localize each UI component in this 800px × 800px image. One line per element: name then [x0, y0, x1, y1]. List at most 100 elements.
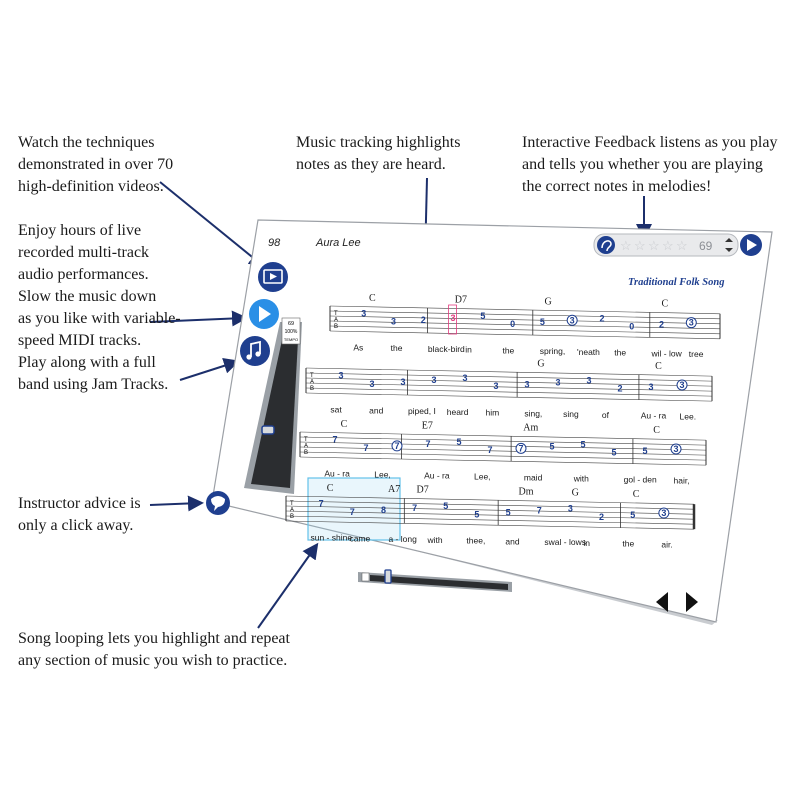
tab-note[interactable]: 5: [474, 509, 479, 519]
tab-note[interactable]: 3: [369, 379, 374, 389]
staff-line: [329, 330, 721, 340]
chord-label: C: [662, 299, 669, 310]
tab-note[interactable]: 3: [570, 315, 575, 325]
tab-note[interactable]: 7: [394, 441, 399, 451]
ear-icon[interactable]: [597, 236, 615, 254]
tab-note[interactable]: 5: [480, 311, 485, 321]
callout-audio: Enjoy hours of live recorded multi-track…: [18, 222, 181, 349]
staff-line: [285, 510, 695, 520]
chevron-up-icon[interactable]: [725, 238, 733, 242]
circled-note: [670, 443, 682, 455]
tempo-slider-thumb[interactable]: [261, 425, 275, 435]
tab-note[interactable]: 3: [680, 380, 685, 390]
lyric-syllable: wil - low: [651, 348, 683, 358]
instructor-chat-button[interactable]: [206, 491, 230, 515]
lyric-syllable: As: [353, 342, 363, 352]
tab-note[interactable]: 5: [581, 440, 586, 450]
lyric-syllable: sat: [330, 404, 342, 414]
tab-note[interactable]: 3: [338, 371, 343, 381]
tab-note[interactable]: 7: [519, 443, 524, 453]
chord-label: D7: [417, 485, 429, 496]
chord-label: Dm: [519, 487, 534, 498]
tab-note[interactable]: 7: [425, 439, 430, 449]
circled-note: [566, 314, 578, 326]
tab-note[interactable]: 7: [363, 443, 368, 453]
staff-line: [285, 520, 695, 530]
tab-note[interactable]: 7: [332, 435, 337, 445]
lyric-syllable: the: [622, 539, 634, 549]
staff-line: [285, 505, 695, 515]
tab-note[interactable]: 3: [649, 382, 654, 392]
tab-note[interactable]: 5: [506, 507, 511, 517]
tab-note[interactable]: 5: [630, 510, 635, 520]
tab-note[interactable]: 7: [319, 499, 324, 509]
tab-note[interactable]: 2: [659, 320, 664, 330]
tab-note[interactable]: 5: [550, 441, 555, 451]
tab-note[interactable]: 5: [443, 501, 448, 511]
tab-note[interactable]: 3: [391, 317, 396, 327]
staff-line: [329, 310, 721, 320]
previous-page-button[interactable]: [656, 592, 668, 612]
tab-note[interactable]: 3: [661, 508, 666, 518]
tab-note[interactable]: 3: [556, 377, 561, 387]
tab-clef-letter: A: [290, 508, 294, 514]
lyric-syllable: a - long: [388, 534, 417, 544]
tab-note[interactable]: 5: [540, 317, 545, 327]
tab-note[interactable]: 2: [618, 384, 623, 394]
tab-note[interactable]: 5: [456, 437, 461, 447]
tab-note[interactable]: 3: [689, 318, 694, 328]
tab-note[interactable]: 2: [421, 315, 426, 325]
tempo-slider[interactable]: [244, 322, 302, 494]
tab-note[interactable]: 3: [568, 504, 573, 514]
tab-note[interactable]: 3: [674, 444, 679, 454]
play-button[interactable]: [249, 299, 279, 329]
staff-line: [299, 431, 707, 441]
staff-line: [329, 320, 721, 330]
tab-note[interactable]: 7: [350, 507, 355, 517]
tab-note[interactable]: 2: [599, 512, 604, 522]
tab-note[interactable]: 3: [431, 375, 436, 385]
lyric-syllable: heard: [447, 407, 469, 417]
callout-tracking: Music tracking highlights notes as they …: [296, 134, 461, 173]
loop-selection[interactable]: [307, 477, 401, 541]
chevron-down-icon[interactable]: [725, 248, 733, 252]
tempo-readout: [281, 317, 301, 345]
playback-progress-bar[interactable]: [358, 572, 512, 592]
tab-clef-letter: A: [304, 444, 308, 450]
jam-tracks-button[interactable]: [240, 336, 270, 366]
lyric-syllable: him: [486, 408, 500, 418]
playback-progress-thumb[interactable]: [384, 569, 392, 584]
tab-note[interactable]: 3: [525, 379, 530, 389]
video-button[interactable]: [258, 262, 288, 292]
song-number: 98: [268, 237, 281, 249]
tab-note[interactable]: 0: [629, 321, 634, 331]
tab-note[interactable]: 7: [487, 445, 492, 455]
song-title: Aura Lee: [315, 237, 361, 249]
tab-clef-letter: T: [290, 501, 294, 507]
song-subtitle: Traditional Folk Song: [628, 277, 724, 288]
tab-clef-letter: B: [310, 386, 314, 392]
tab-note[interactable]: 7: [537, 506, 542, 516]
staff-line: [299, 436, 707, 446]
tab-note[interactable]: 8: [381, 505, 386, 515]
tab-note[interactable]: 7: [412, 503, 417, 513]
staff-line: [305, 387, 713, 397]
tab-note[interactable]: 3: [587, 376, 592, 386]
lyric-syllable: 'neath: [577, 347, 600, 357]
tab-note[interactable]: 3: [361, 309, 366, 319]
star-1: ☆: [620, 239, 632, 254]
tab-note[interactable]: 2: [599, 313, 604, 323]
next-page-button[interactable]: [686, 592, 698, 612]
pause-icon[interactable]: [361, 572, 370, 582]
tab-note[interactable]: 3: [400, 377, 405, 387]
tab-note[interactable]: 0: [510, 319, 515, 329]
tab-note[interactable]: 3: [451, 313, 456, 323]
tab-note[interactable]: 5: [643, 446, 648, 456]
lyric-syllable: sing: [563, 409, 579, 419]
tab-note[interactable]: 3: [493, 381, 498, 391]
tab-clef-letter: A: [310, 380, 314, 386]
tab-note[interactable]: 3: [462, 373, 467, 383]
submit-play-button[interactable]: [740, 234, 762, 256]
lyric-syllable: air.: [661, 540, 672, 550]
tab-note[interactable]: 5: [612, 448, 617, 458]
